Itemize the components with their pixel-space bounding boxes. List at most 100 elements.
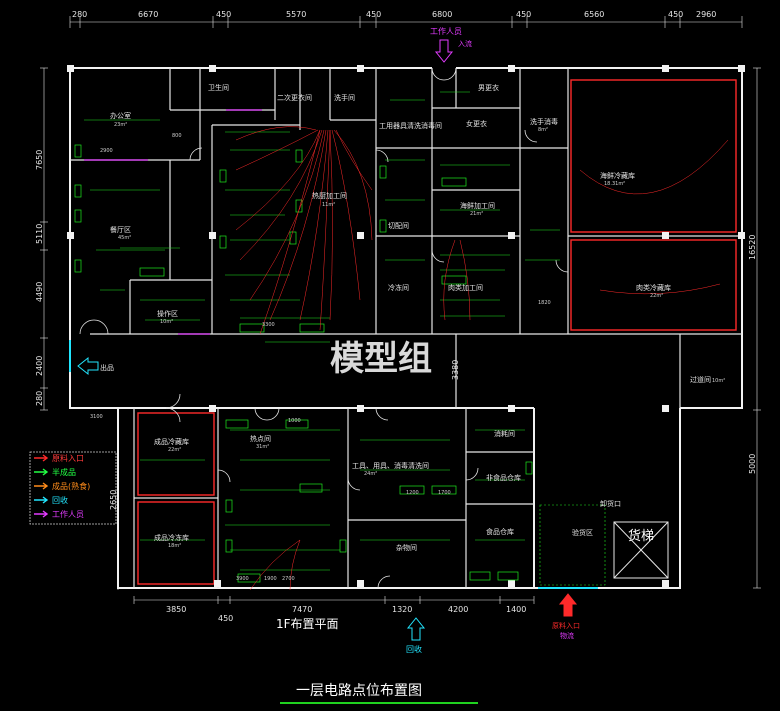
right-dimension-chain: [753, 67, 761, 589]
staff-entry-label: 工作人员: [430, 26, 462, 36]
room-meat-process: 肉类加工间: [448, 283, 483, 292]
room-seafood-cold-area: 18.31m²: [604, 181, 625, 187]
recycle-marker: 回收: [406, 617, 426, 654]
room-seafood-process: 海鲜加工间: [460, 201, 495, 210]
structural-columns: [67, 65, 745, 587]
top-dim-8: 6560: [584, 10, 604, 19]
plan-label: 1F布置平面: [276, 617, 339, 631]
legend-arrow-semi-icon: [34, 468, 49, 476]
inner-dim-3300: 3300: [262, 322, 275, 328]
room-seafood-process-area: 21m²: [470, 211, 483, 217]
room-receiving: 验货区: [572, 528, 593, 537]
room-hot-side-area: 31m²: [256, 444, 269, 450]
exit-marker: 出品: [69, 340, 114, 376]
drawing-title: 一层电路点位布置图: [296, 683, 422, 699]
left-dim-1: 7650: [35, 150, 44, 170]
watermark-text: 模型组: [330, 339, 432, 379]
left-dim-5: 280: [35, 391, 44, 406]
top-dim-7: 450: [516, 10, 531, 19]
exit-label: 出品: [100, 363, 114, 372]
inner-dim-2700: 2700: [282, 576, 295, 582]
room-sundry: 杂物间: [396, 543, 417, 552]
room-stairs: 货梯: [628, 528, 654, 544]
staff-entry-marker: 工作人员 入流: [430, 26, 472, 63]
bottom-dim-2: 450: [218, 614, 233, 623]
exit-arrow-icon: [77, 356, 99, 376]
bottom-dim-6: 1400: [506, 605, 526, 614]
legend-arrow-recycle-icon: [34, 496, 49, 504]
legend-staff-label: 工作人员: [52, 509, 84, 519]
top-dim-2: 6670: [138, 10, 158, 19]
room-hand-wash: 洗手消毒: [530, 117, 558, 126]
recycle-arrow-icon: [406, 617, 426, 641]
electrical-outlets: [74, 144, 533, 583]
bottom-dim-3: 7470: [292, 605, 312, 614]
inner-dim-2900: 2900: [100, 148, 113, 154]
raw-entry-marker: 原料入口 物流: [552, 593, 580, 640]
room-operation-area: 10m²: [160, 319, 173, 325]
cold-room-outlines: [137, 79, 737, 585]
raw-entry-flow: 物流: [560, 631, 574, 640]
room-women-change: 女更衣: [466, 119, 487, 128]
top-dim-9: 450: [668, 10, 683, 19]
room-dining-area: 45m²: [118, 235, 131, 241]
legend-arrow-cooked-icon: [34, 482, 49, 490]
room-hand-wash-area: 8m²: [538, 127, 548, 133]
bottom-dim-1: 3850: [166, 605, 186, 614]
room-tools-clean: 工具、用具、消毒清洗间: [352, 461, 429, 470]
bottom-dim-4: 1320: [392, 605, 412, 614]
inner-dim-1200: 1200: [406, 490, 419, 496]
door-swings: [79, 67, 569, 589]
inner-walls-lower: [133, 408, 534, 588]
red-wiring-fan: [235, 126, 729, 591]
inner-dim-3380: 3380: [451, 360, 460, 380]
receiving-hatch: [539, 504, 606, 586]
raw-entry-arrow-icon: [558, 593, 578, 617]
top-dim-4: 5570: [286, 10, 306, 19]
room-toilet: 卫生间: [208, 83, 229, 92]
inner-dim-1700: 1700: [438, 490, 451, 496]
room-unload-door: 卸货口: [600, 499, 621, 508]
top-dim-5: 450: [366, 10, 381, 19]
inner-dim-800: 800: [172, 133, 182, 139]
right-dim-1: 16520: [748, 235, 757, 260]
left-dim-3: 4490: [35, 282, 44, 302]
room-food-store: 食品仓库: [486, 527, 514, 536]
left-dim-6: 2650: [109, 490, 118, 510]
room-secondary-change: 二次更衣间: [277, 93, 312, 102]
staff-entry-arrow-icon: [434, 39, 454, 63]
room-seafood-cold: 海鲜冷藏库: [600, 171, 635, 180]
legend-semi-label: 半成品: [52, 467, 76, 477]
room-corridor-area: 10m²: [712, 378, 725, 384]
room-wash: 洗手间: [334, 93, 355, 102]
room-meat-cold-area: 22m²: [650, 293, 663, 299]
bottom-dimension-chain: [133, 596, 535, 604]
room-meat-cold: 肉类冷藏库: [636, 283, 671, 292]
right-dim-2: 5000: [748, 454, 757, 474]
top-dimension-chain: [69, 16, 743, 28]
staff-entry-flow: 入流: [458, 39, 472, 48]
legend-arrow-raw-icon: [34, 454, 49, 462]
legend-box: 原料入口 半成品 成品(熟食) 回收 工作人员: [29, 451, 117, 525]
room-operation: 操作区: [157, 309, 178, 318]
inner-dim-1000: 1000: [288, 418, 301, 424]
room-office-area: 23m²: [114, 122, 127, 128]
room-finished-cold: 成品冷藏库: [154, 437, 189, 446]
room-tools-wash: 工用器具清洗消毒间: [379, 121, 442, 130]
top-dim-3: 450: [216, 10, 231, 19]
outer-walls: [69, 67, 743, 589]
room-dining: 餐厅区: [110, 225, 131, 234]
legend-arrow-staff-icon: [34, 510, 49, 518]
inner-dim-1820: 1820: [538, 300, 551, 306]
room-finished-freeze-area: 18m²: [168, 543, 181, 549]
room-tools-clean-area: 24m²: [364, 471, 377, 477]
room-hot-kitchen-area: 11m²: [322, 202, 335, 208]
room-finished-freeze: 成品冷冻库: [154, 533, 189, 542]
inner-dim-3100: 3100: [90, 414, 103, 420]
room-consumables: 消耗间: [494, 429, 515, 438]
raw-entry-label: 原料入口: [552, 621, 580, 630]
room-cut: 切配间: [388, 222, 409, 230]
left-dim-4: 2400: [35, 356, 44, 376]
inner-walls: [70, 68, 742, 408]
